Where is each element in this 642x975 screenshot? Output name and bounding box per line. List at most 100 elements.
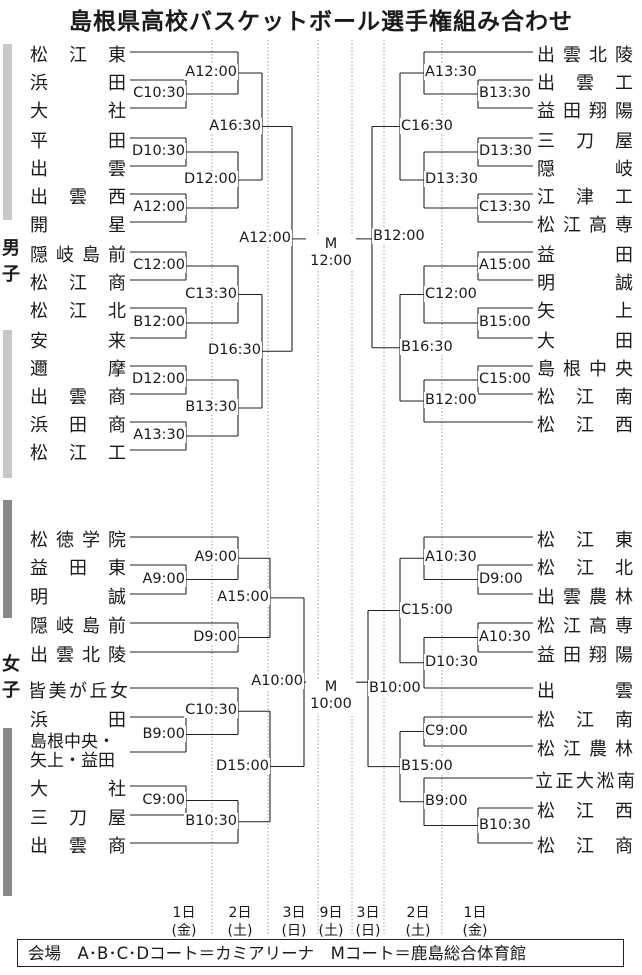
match-time-label: A9:00 (141, 570, 186, 587)
team-name: 邇摩 (30, 359, 126, 380)
match-time-label: C15:00 (400, 601, 454, 618)
match-time-label: B10:30 (478, 816, 532, 833)
day-label: 2日(土) (404, 904, 432, 940)
venue-note: 会場 A･B･C･Dコート＝カミアリーナ Mコート＝鹿島総合体育館 (17, 939, 624, 967)
final-time: 10:00 (310, 696, 352, 713)
match-time-label: C15:00 (478, 371, 532, 387)
team-name: 益田 (537, 245, 633, 266)
team-name: 出雲工 (537, 73, 633, 94)
match-time-label: A12:00 (184, 64, 238, 80)
team-name: 隠岐島前 (30, 616, 126, 637)
team-name: 松江農林 (537, 739, 633, 760)
day-label: 3日(日) (354, 904, 382, 940)
team-name: 松江高専 (537, 215, 633, 236)
match-time-label: A10:30 (478, 628, 532, 645)
team-name: 浜田 (30, 73, 126, 94)
match-time-label: B10:30 (184, 812, 238, 829)
day-of-week: (土) (318, 923, 344, 939)
team-name: 出雲 (537, 681, 633, 702)
team-name: 出雲商 (30, 387, 126, 408)
team-name: 松江西 (537, 801, 633, 822)
match-time-label: B16:30 (400, 338, 454, 355)
team-name: 出雲北陵 (537, 45, 633, 66)
match-time-label: C12:00 (424, 285, 478, 302)
section-label-girls: 女子 (2, 654, 20, 701)
team-name: 明誠 (30, 587, 126, 608)
match-time-label: B13:30 (478, 85, 532, 101)
day-number: 3日 (282, 905, 306, 921)
team-name: 益田東 (30, 558, 126, 579)
match-time-label: D12:00 (131, 371, 186, 387)
day-number: 9日 (319, 905, 343, 921)
side-bar-girls-top (3, 500, 12, 618)
day-of-week: (金) (171, 923, 197, 939)
team-name: 益田翔陽 (537, 645, 633, 666)
team-name: 平田 (30, 131, 126, 152)
match-time-label: B15:00 (400, 757, 454, 774)
match-time-label: B12:00 (132, 314, 186, 330)
team-name: 安来 (30, 331, 126, 352)
page-title: 島根県高校バスケットボール選手権組み合わせ (69, 9, 573, 35)
team-name: 明誠 (537, 273, 633, 294)
team-name: 大田 (537, 331, 633, 352)
day-label: 1日(金) (461, 904, 489, 940)
match-time-label: C13:30 (184, 285, 238, 302)
day-of-week: (日) (281, 923, 307, 939)
match-time-label: C12:00 (132, 257, 186, 273)
final-time: 12:00 (310, 252, 352, 269)
team-name: 松江東 (537, 530, 633, 551)
team-name: 出雲商 (30, 836, 126, 857)
match-time-label: A10:30 (424, 549, 478, 566)
team-name: 隠岐 (537, 159, 633, 180)
match-time-label: A12:00 (238, 229, 292, 246)
team-name: 矢上 (537, 301, 633, 322)
day-of-week: (金) (462, 923, 488, 939)
match-time-label: A12:00 (132, 199, 186, 215)
day-label: 3日 (日) (280, 904, 308, 940)
team-name: 松江南 (537, 710, 633, 731)
match-time-label: B15:00 (478, 314, 532, 330)
match-time-label: A13:30 (424, 64, 478, 80)
match-time-label: C10:30 (132, 85, 186, 101)
match-time-label: C9:00 (424, 722, 469, 739)
team-name: 松江南 (537, 387, 633, 408)
day-number: 3日 (356, 905, 380, 921)
side-bar-boys-top (3, 44, 12, 220)
team-name: 三刀屋 (30, 808, 126, 829)
day-number: 1日 (172, 905, 196, 921)
team-name: 開星 (30, 215, 126, 236)
match-time-label: D15:00 (215, 757, 270, 774)
team-name: 隠岐島前 (30, 245, 126, 266)
match-time-label: C9:00 (141, 791, 186, 808)
final-court: M (324, 235, 338, 252)
team-name: 出雲農林 (537, 587, 633, 608)
day-label: 2日 (土) (226, 904, 254, 940)
day-label: 1日 (金) (170, 904, 198, 940)
team-name: 松徳学院 (30, 530, 126, 551)
match-time-label: D9:00 (192, 628, 238, 645)
day-number: 2日 (228, 905, 252, 921)
match-time-label: D16:30 (207, 342, 262, 359)
team-name: 島根中央・矢上・益田 (30, 732, 115, 771)
match-time-label: A10:00 (250, 673, 304, 690)
team-name: 松江商 (30, 273, 126, 294)
team-name: 松江西 (537, 415, 633, 436)
day-number: 2日 (406, 905, 430, 921)
team-name: 松江工 (30, 443, 126, 464)
match-time-label: A16:30 (208, 117, 262, 134)
team-name: 出雲西 (30, 187, 126, 208)
team-name: 大社 (30, 779, 126, 800)
match-time-label: B12:00 (424, 392, 478, 408)
team-name: 立正大淞南 (535, 771, 635, 792)
team-name: 出雲北陵 (30, 645, 126, 666)
match-time-label: D9:00 (478, 570, 524, 587)
day-label: 9日 (土) (317, 904, 345, 940)
section-label-boys: 男子 (2, 238, 20, 285)
side-bar-boys-bottom (3, 330, 12, 478)
match-time-label: A9:00 (193, 549, 238, 566)
match-time-label: A13:30 (132, 427, 186, 443)
match-time-label: B12:00 (372, 228, 426, 245)
match-time-label: B10:00 (368, 679, 422, 696)
day-of-week: (土) (227, 923, 253, 939)
